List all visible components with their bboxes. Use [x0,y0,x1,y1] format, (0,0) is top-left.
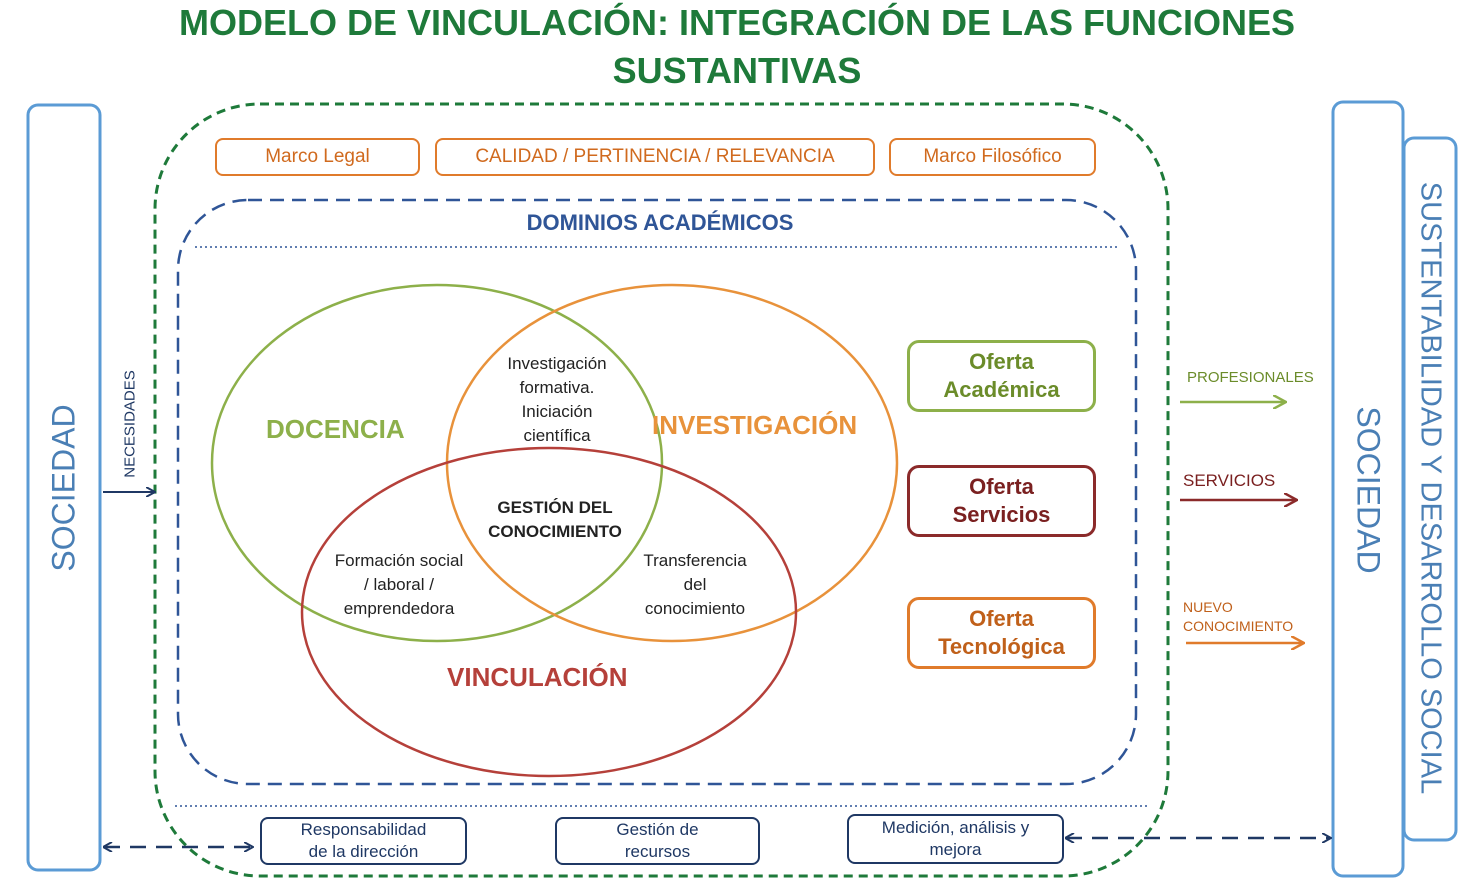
diagram-title-line2: SUSTANTIVAS [612,50,862,91]
diagram-title-line1: MODELO DE VINCULACIÓN: INTEGRACIÓN DE LA… [178,2,1296,43]
inv-vin-intersection-label: Transferencia del conocimiento [643,551,747,618]
marco-legal-box: Marco Legal [215,138,420,176]
oferta-tecnologica-box: Oferta Tecnológica [907,597,1096,669]
servicios-label: SERVICIOS [1183,471,1276,490]
academic-domains-container [176,198,1138,786]
responsabilidad-box: Responsabilidad de la dirección [260,817,467,865]
medicion-box: Medición, análisis y mejora [847,814,1064,864]
vinculacion-label: VINCULACIÓN [447,662,628,692]
doc-inv-intersection-label: Investigación formativa. Iniciación cien… [507,354,607,445]
recursos-box: Gestión de recursos [555,817,760,865]
left-society-label: SOCIEDAD [45,404,82,572]
vinculacion-circle [300,446,798,778]
right-society-label: SOCIEDAD [1350,406,1387,574]
calidad-box: CALIDAD / PERTINENCIA / RELEVANCIA [435,138,875,176]
oferta-servicios-box: Oferta Servicios [907,465,1096,537]
profesionales-label: PROFESIONALES [1187,369,1314,386]
oferta-academica-box: Oferta Académica [907,340,1096,412]
investigacion-label: INVESTIGACIÓN [652,410,858,440]
knowledge-management-label: GESTIÓN DEL CONOCIMIENTO [488,498,622,541]
nuevo-conocimiento-label: NUEVO CONOCIMIENTO [1183,599,1294,634]
marco-filosofico-box: Marco Filosófico [889,138,1096,176]
doc-vin-intersection-label: Formación social / laboral / emprendedor… [334,551,464,618]
domains-title: DOMINIOS ACADÉMICOS [526,210,794,235]
sustainability-label: SUSTENTABILIDAD Y DESARROLLO SOCIAL [1414,181,1447,795]
right-society-bar [1331,100,1405,878]
docencia-label: DOCENCIA [266,414,405,444]
docencia-circle [210,283,664,643]
needs-label: NECESIDADES [121,370,139,478]
left-society-bar [26,103,102,872]
